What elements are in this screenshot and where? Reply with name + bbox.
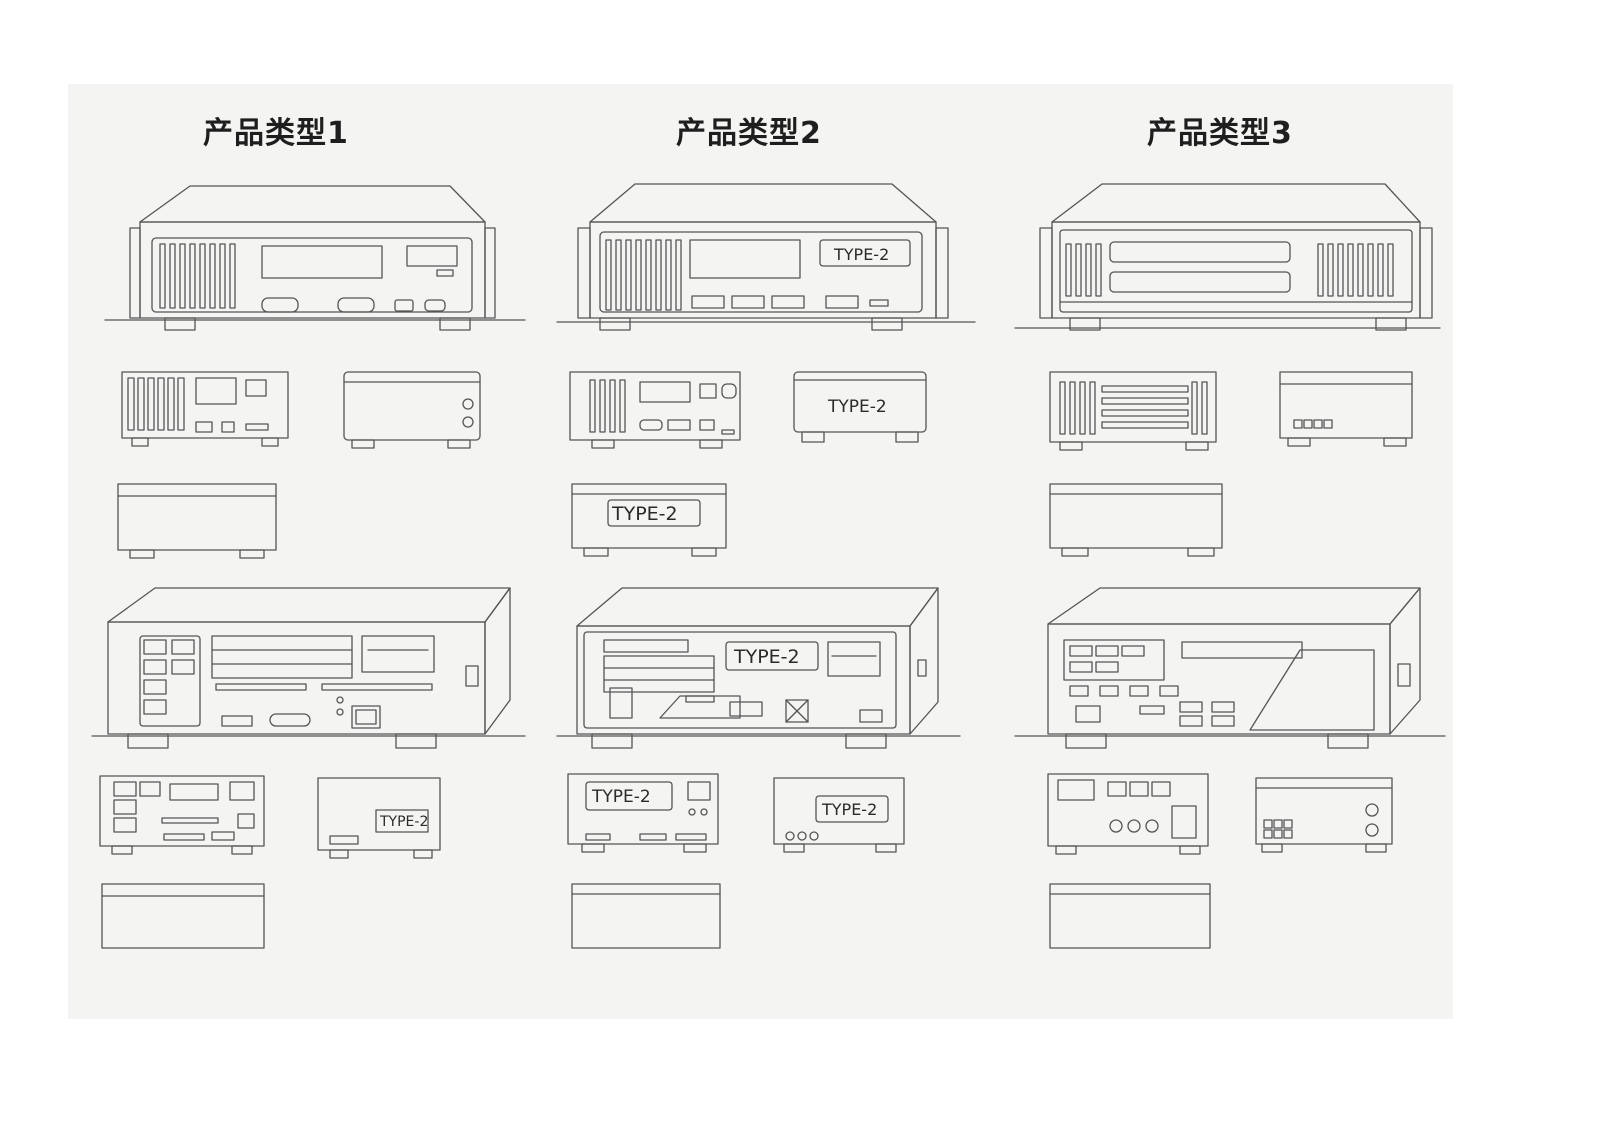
col3-small-desktop-side: [1255, 777, 1393, 853]
col1-small-desktop-side: TYPE-2: [317, 777, 441, 859]
col2-front-type2-label: TYPE-2: [591, 787, 651, 807]
col3-rack-unit: [1014, 183, 1441, 331]
col3-small-desktop-front: [1047, 773, 1209, 855]
col3-small-side-unit: [1279, 371, 1413, 447]
col2-rack-unit: TYPE-2: [556, 183, 976, 331]
col2-desktop-type2-label: TYPE-2: [733, 646, 800, 668]
col3-plain-box: [1049, 483, 1223, 557]
col1-type2-label: TYPE-2: [379, 814, 428, 830]
col3-plain-slab: [1049, 883, 1211, 949]
col2-box-type2-label: TYPE-2: [611, 503, 678, 525]
col2-rack-type2-label: TYPE-2: [833, 245, 889, 264]
column-title-type-3: 产品类型3: [1147, 116, 1293, 151]
column-title-type-2: 产品类型2: [676, 116, 822, 151]
col1-small-desktop-front: [99, 775, 265, 855]
col1-rack-unit: [104, 185, 526, 331]
col2-small-desktop-side: TYPE-2: [773, 777, 905, 853]
col2-small-desktop-front: TYPE-2: [567, 773, 719, 853]
col2-small-front-unit: [569, 371, 741, 449]
col2-desktop-unit: TYPE-2: [556, 587, 961, 749]
col1-rack-vents: [159, 243, 236, 309]
col2-plain-slab: [571, 883, 721, 949]
col1-plain-box: [117, 483, 277, 559]
column-title-type-1: 产品类型1: [203, 116, 349, 151]
col1-plain-slab: [101, 883, 265, 949]
col2-side-type2-label: TYPE-2: [821, 800, 877, 819]
col1-small-side-unit: [343, 371, 481, 449]
col2-label-box: TYPE-2: [571, 483, 727, 557]
col2-small-type2-label: TYPE-2: [827, 397, 887, 417]
col1-small-front-unit: [121, 371, 289, 447]
col2-small-label-box: TYPE-2: [793, 371, 927, 443]
col3-desktop-unit: [1014, 587, 1446, 749]
col1-desktop-unit: [91, 587, 526, 749]
col3-small-vent-unit: [1049, 371, 1217, 451]
